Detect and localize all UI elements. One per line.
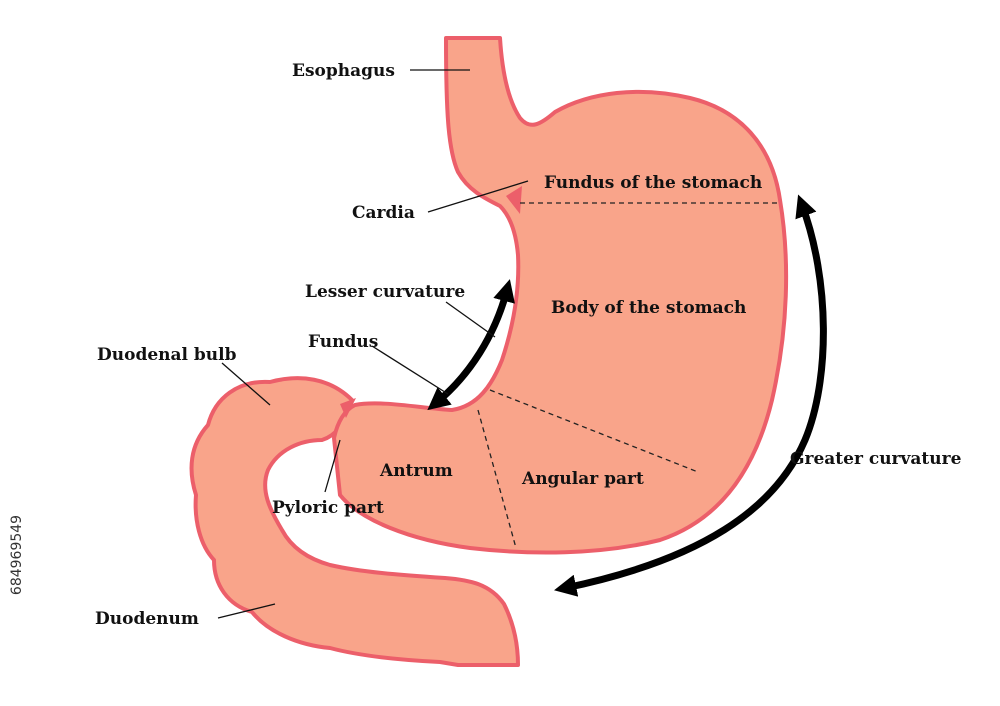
pyloric-part-leader	[324, 439, 341, 493]
label-esophagus: Esophagus	[292, 61, 395, 81]
lesser-curvature-leader	[445, 301, 496, 338]
fundus-leader	[371, 345, 449, 395]
stock-id-vertical: 684969549	[4, 460, 30, 650]
duodenal-bulb-leader	[221, 362, 271, 406]
duodenum-leader	[217, 603, 276, 619]
cardia-notch	[506, 186, 522, 214]
pylorus-notch	[340, 398, 356, 418]
label-antrum: Antrum	[379, 461, 453, 481]
label-fundus: Fundus	[308, 332, 378, 352]
stock-id-text: 684969549	[9, 514, 25, 596]
label-greater-curvature: Greater curvature	[790, 449, 962, 469]
duodenum-shape	[189, 376, 520, 667]
label-duodenum: Duodenum	[95, 609, 199, 629]
greater-curvature-arrow	[554, 194, 827, 597]
label-lesser-curvature: Lesser curvature	[305, 282, 465, 302]
label-cardia: Cardia	[352, 203, 415, 223]
label-angular-part: Angular part	[521, 469, 644, 489]
cardia-leader	[427, 180, 529, 213]
label-fundus-of-stomach: Fundus of the stomach	[544, 173, 762, 193]
antrum-divider	[477, 409, 517, 549]
label-duodenal-bulb: Duodenal bulb	[97, 345, 237, 365]
label-body-of-stomach: Body of the stomach	[551, 298, 746, 318]
label-pyloric-part: Pyloric part	[272, 498, 384, 518]
